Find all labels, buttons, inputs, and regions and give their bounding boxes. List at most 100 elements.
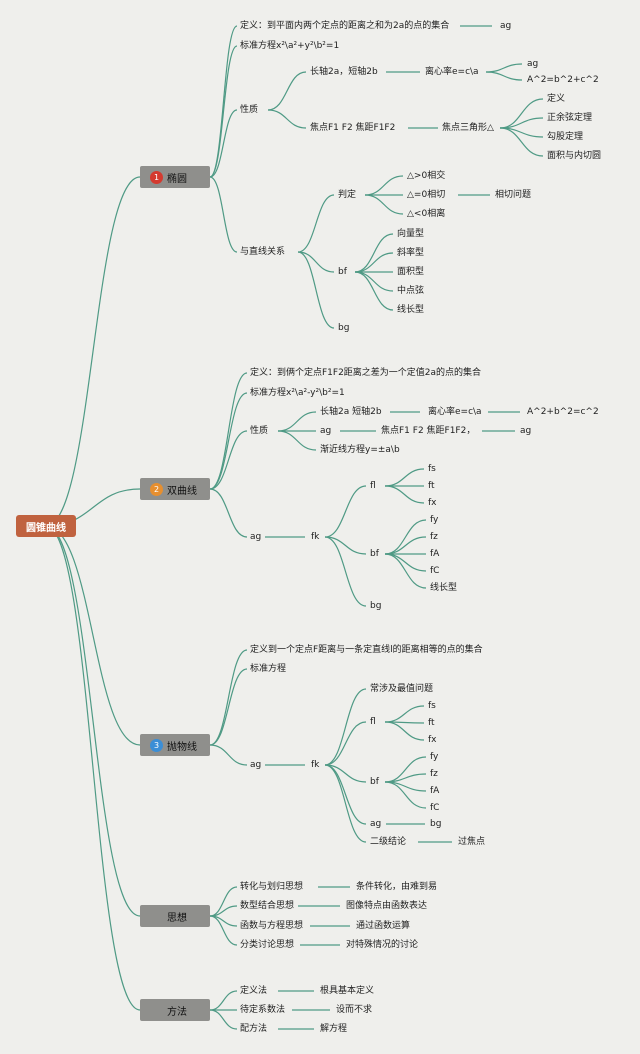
- ellipse-axes[interactable]: 长轴2a，短轴2b: [310, 67, 378, 77]
- idea-desc[interactable]: 对特殊情况的讨论: [346, 940, 419, 950]
- judge-item[interactable]: △=0相切: [407, 190, 446, 200]
- ellipse-definition-tag[interactable]: ag: [500, 21, 512, 31]
- connector: [485, 63, 523, 73]
- parabola-fl[interactable]: fl: [370, 717, 376, 727]
- bf-item[interactable]: fC: [430, 803, 440, 813]
- bf-item[interactable]: 向量型: [397, 229, 425, 239]
- fl-item[interactable]: fs: [428, 464, 436, 474]
- hyperbola-fk[interactable]: fk: [311, 532, 320, 542]
- parabola-second-conclusion[interactable]: 二级结论: [370, 837, 407, 847]
- ellipse-ecc-tag[interactable]: ag: [527, 59, 539, 69]
- method-desc[interactable]: 设而不求: [336, 1005, 373, 1015]
- hyperbola-ecc-relation[interactable]: A^2+b^2=c^2: [527, 407, 599, 417]
- connector: [209, 372, 248, 490]
- branch-hyperbola[interactable]: 2 双曲线: [140, 478, 210, 500]
- hyperbola-ag[interactable]: ag: [320, 426, 332, 436]
- ellipse-eccentricity[interactable]: 离心率e=c\a: [425, 67, 479, 77]
- fl-item[interactable]: fx: [428, 735, 437, 745]
- hyperbola-equation[interactable]: 标准方程x²\a²-y²\b²=1: [250, 388, 345, 398]
- bf-item[interactable]: 线长型: [430, 583, 458, 593]
- idea-name[interactable]: 分类讨论思想: [240, 940, 295, 950]
- ellipse-properties[interactable]: 性质: [240, 105, 259, 115]
- connector: [324, 688, 367, 766]
- triangle-item[interactable]: 正余弦定理: [547, 113, 593, 123]
- fl-item[interactable]: ft: [428, 718, 435, 728]
- ellipse-judge[interactable]: 判定: [338, 190, 357, 200]
- parabola-bg[interactable]: bg: [430, 819, 442, 829]
- branch-ideas[interactable]: 思想: [140, 905, 210, 927]
- bf-item[interactable]: 线长型: [397, 305, 425, 315]
- bf-item[interactable]: fz: [430, 769, 438, 779]
- judge-item[interactable]: △<0相离: [407, 209, 446, 219]
- parabola-focus[interactable]: 过焦点: [458, 837, 486, 847]
- triangle-item[interactable]: 面积与内切圆: [547, 151, 602, 161]
- hyperbola-axes[interactable]: 长轴2a 短轴2b: [320, 407, 382, 417]
- number-badge-1: 1: [150, 170, 163, 184]
- hyperbola-bg[interactable]: bg: [370, 601, 382, 611]
- fl-item[interactable]: fx: [428, 498, 437, 508]
- parabola-equation[interactable]: 标准方程: [250, 664, 287, 674]
- fl-item[interactable]: fs: [428, 701, 436, 711]
- triangle-item[interactable]: 定义: [547, 94, 566, 104]
- parabola-definition[interactable]: 定义到一个定点F距离与一条定直线l的距离相等的点的集合: [250, 645, 483, 655]
- ellipse-bg[interactable]: bg: [338, 323, 350, 333]
- ellipse-focal-triangle[interactable]: 焦点三角形△: [442, 123, 494, 133]
- hyperbola-foci-tag[interactable]: ag: [520, 426, 532, 436]
- hyperbola-foci[interactable]: 焦点F1 F2 焦距F1F2，: [381, 426, 476, 436]
- bf-item[interactable]: 斜率型: [397, 248, 425, 258]
- branch-label-hyperbola: 双曲线: [167, 485, 197, 497]
- bf-item[interactable]: 面积型: [397, 267, 425, 277]
- method-desc[interactable]: 根具基本定义: [320, 986, 375, 996]
- bf-item[interactable]: fA: [430, 549, 440, 559]
- idea-desc[interactable]: 图像特点由函数表达: [346, 901, 428, 911]
- bf-item[interactable]: fA: [430, 786, 440, 796]
- ellipse-ecc-relation[interactable]: A^2=b^2+c^2: [527, 75, 599, 85]
- method-name[interactable]: 待定系数法: [240, 1005, 286, 1015]
- parabola-fk[interactable]: fk: [311, 760, 320, 770]
- idea-name[interactable]: 函数与方程思想: [240, 921, 304, 931]
- connector: [485, 71, 523, 81]
- hyperbola-fl[interactable]: fl: [370, 481, 376, 491]
- ellipse-tangent[interactable]: 相切问题: [495, 190, 532, 200]
- judge-item[interactable]: △>0相交: [407, 171, 446, 181]
- connector: [384, 781, 427, 809]
- root-node[interactable]: 圆锥曲线: [16, 515, 76, 537]
- method-name[interactable]: 定义法: [240, 986, 268, 996]
- parabola-ag2[interactable]: ag: [370, 819, 382, 829]
- parabola-extreme[interactable]: 常涉及最值问题: [370, 684, 434, 694]
- hyperbola-properties[interactable]: 性质: [250, 426, 269, 436]
- branch-parabola[interactable]: 3 抛物线: [140, 734, 210, 756]
- hyperbola-definition[interactable]: 定义：到俩个定点F1F2距离之差为一个定值2a的点的集合: [250, 368, 482, 378]
- idea-name[interactable]: 转化与划归思想: [240, 882, 304, 892]
- branch-methods[interactable]: 方法: [140, 999, 210, 1021]
- connector: [267, 71, 307, 111]
- idea-desc[interactable]: 通过函数运算: [356, 921, 411, 931]
- bf-item[interactable]: 中点弦: [397, 286, 425, 296]
- ellipse-bf[interactable]: bf: [338, 267, 347, 277]
- bf-item[interactable]: fC: [430, 566, 440, 576]
- hyperbola-eccentricity[interactable]: 离心率e=c\a: [428, 407, 482, 417]
- bf-item[interactable]: fy: [430, 515, 439, 525]
- hyperbola-asymptote[interactable]: 渐近线方程y=±a\b: [320, 445, 400, 455]
- ellipse-definition[interactable]: 定义：到平面内两个定点的距离之和为2a的点的集合: [240, 21, 450, 31]
- method-desc[interactable]: 解方程: [320, 1024, 348, 1034]
- connector: [209, 109, 238, 178]
- bf-item[interactable]: fy: [430, 752, 439, 762]
- ellipse-line-relation[interactable]: 与直线关系: [240, 247, 286, 257]
- bf-item[interactable]: fz: [430, 532, 438, 542]
- connector: [354, 233, 394, 273]
- connector: [209, 744, 248, 766]
- fl-item[interactable]: ft: [428, 481, 435, 491]
- parabola-bf[interactable]: bf: [370, 777, 379, 787]
- ellipse-equation[interactable]: 标准方程x²\a²+y²\b²=1: [240, 41, 340, 51]
- parabola-ag[interactable]: ag: [250, 760, 262, 770]
- triangle-item[interactable]: 勾股定理: [547, 132, 584, 142]
- idea-name[interactable]: 数型结合思想: [240, 901, 295, 911]
- idea-desc[interactable]: 条件转化，由难到易: [356, 882, 438, 892]
- method-name[interactable]: 配方法: [240, 1024, 268, 1034]
- hyperbola-bf[interactable]: bf: [370, 549, 379, 559]
- branch-ellipse[interactable]: 1 椭圆: [140, 166, 210, 188]
- connector: [209, 176, 238, 253]
- ellipse-foci[interactable]: 焦点F1 F2 焦距F1F2: [310, 123, 396, 133]
- hyperbola-ag2[interactable]: ag: [250, 532, 262, 542]
